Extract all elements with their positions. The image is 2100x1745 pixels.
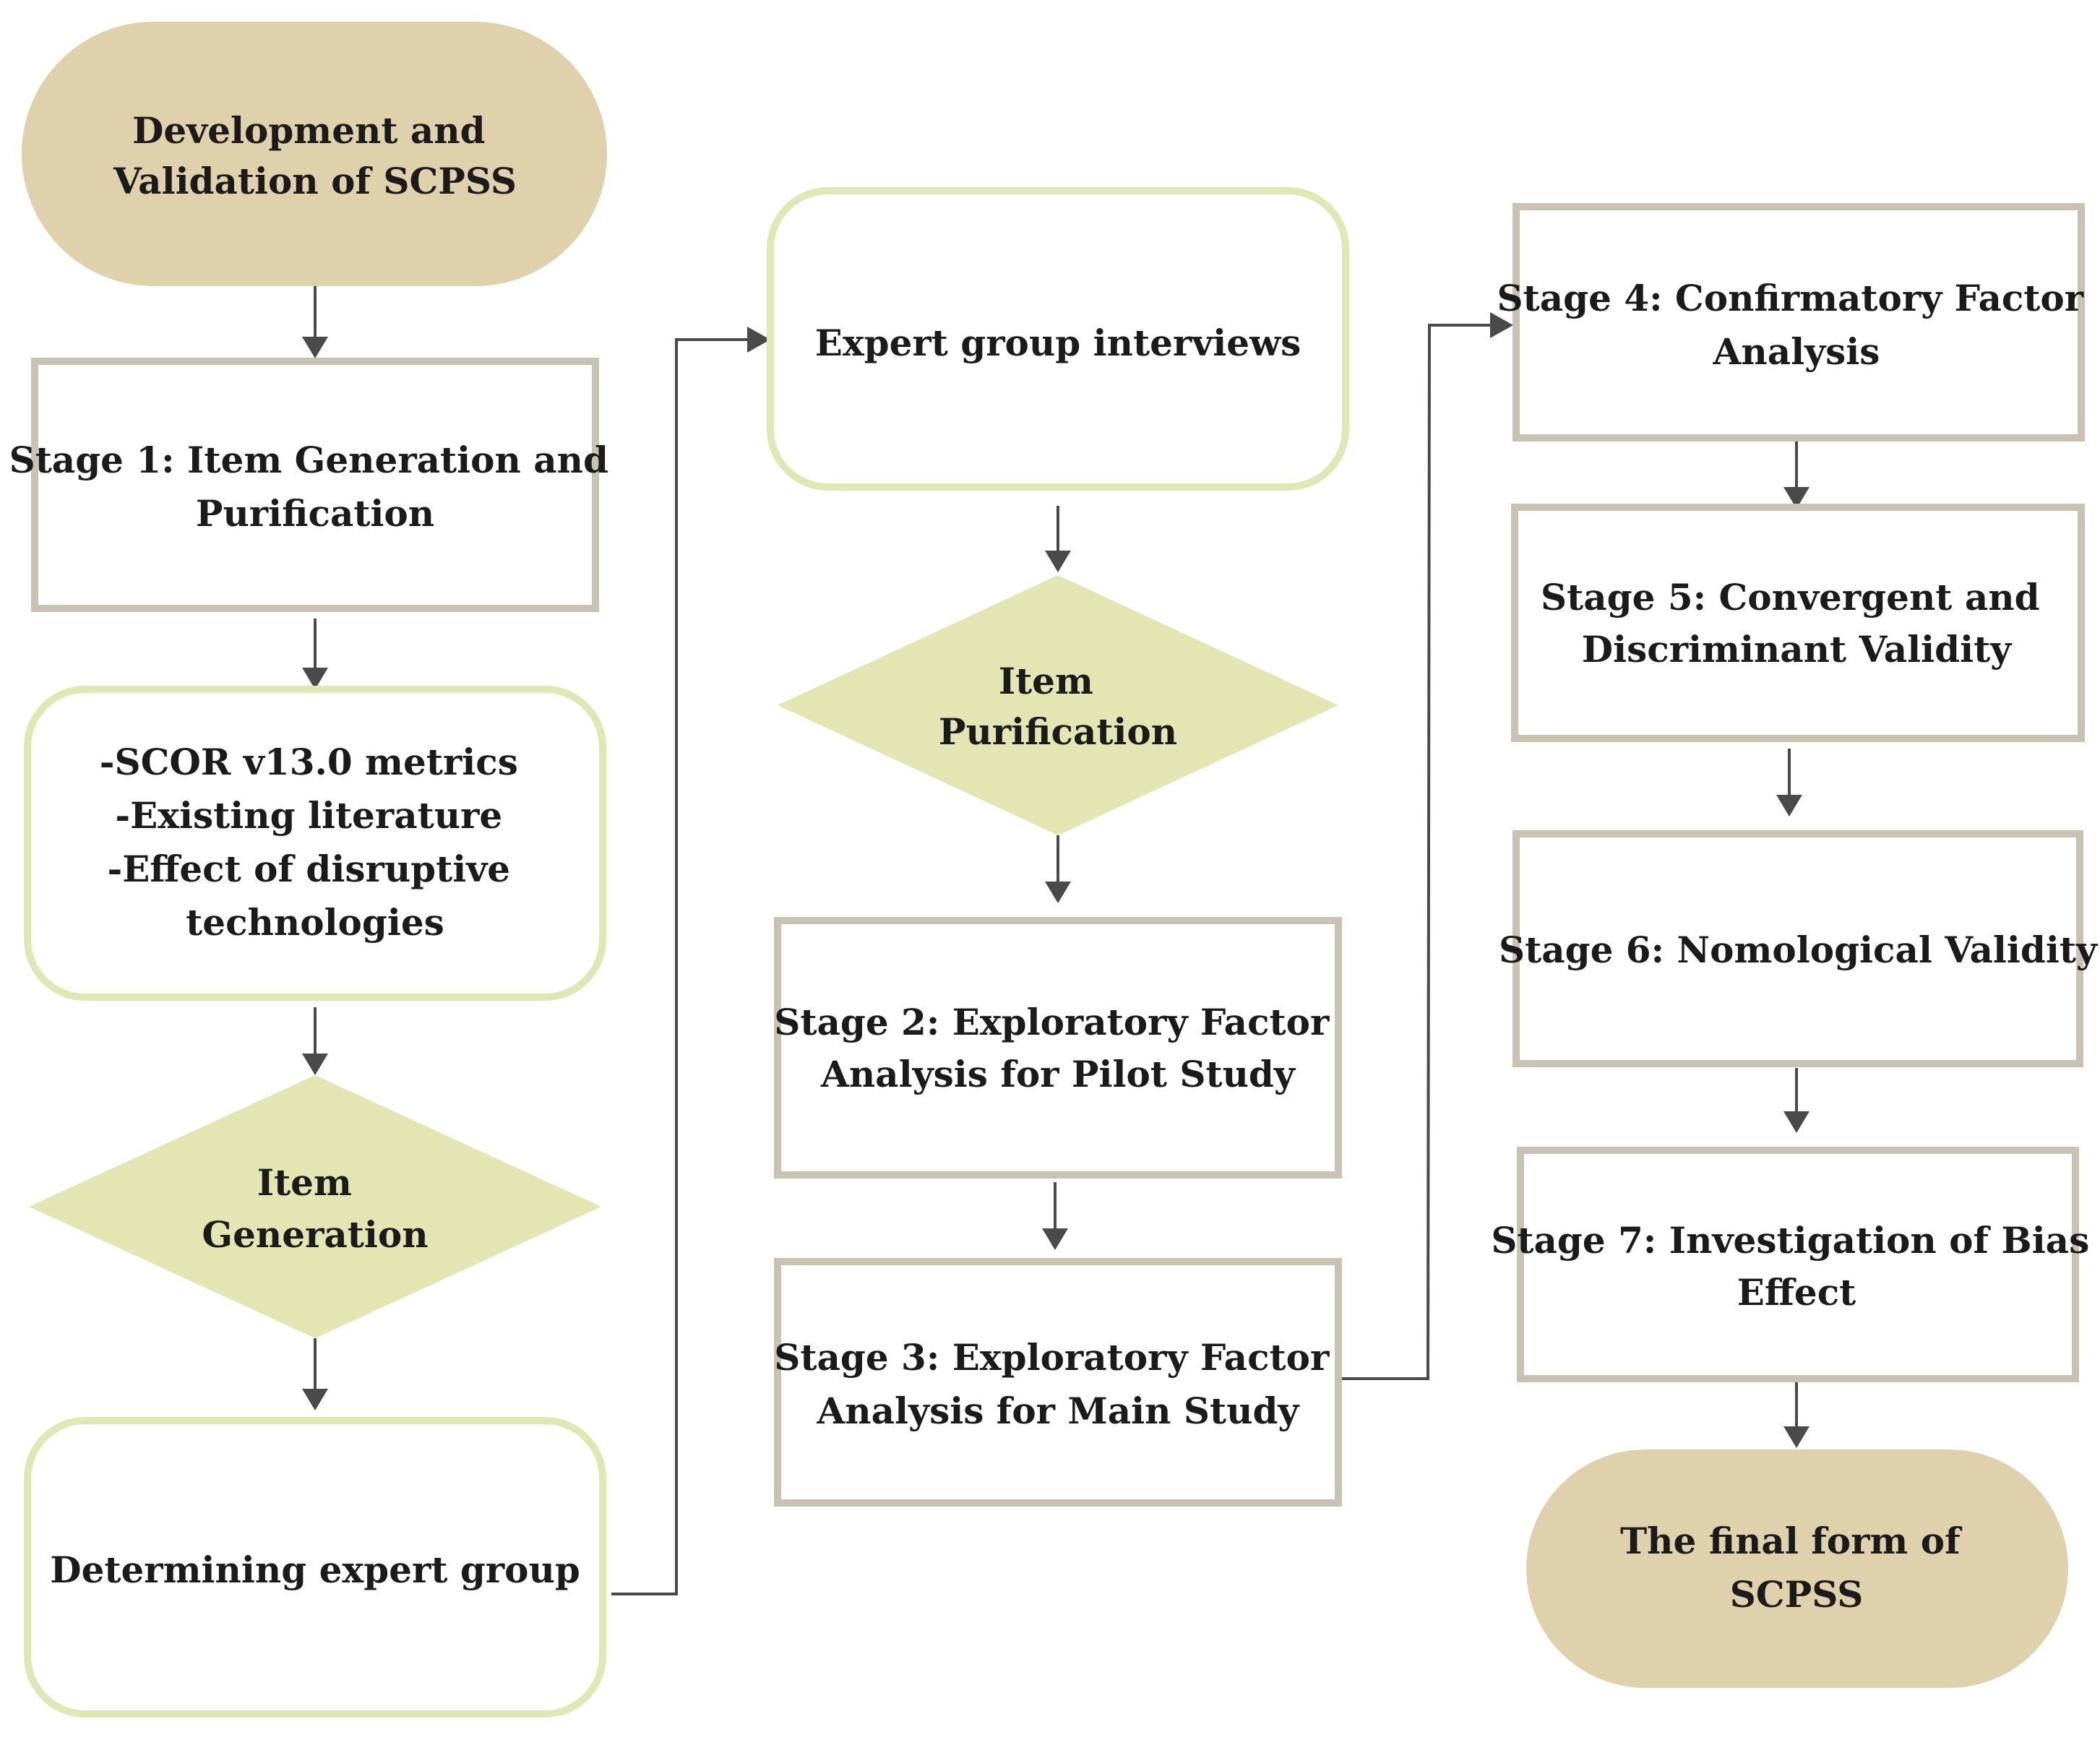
end-line-1: The final form of bbox=[1620, 1520, 1963, 1562]
expert-group-box: Determining expert group bbox=[24, 1417, 606, 1718]
arrowhead-icon bbox=[747, 327, 770, 353]
svg-text:Stage 2: Exploratory Factor: Stage 2: Exploratory Factor Analysis for… bbox=[774, 1001, 1341, 1095]
svg-text:Stage 6: Nomological Validity: Stage 6: Nomological Validity bbox=[1499, 928, 2099, 971]
sources-line-4: technologies bbox=[186, 901, 444, 944]
rounded-box bbox=[24, 686, 606, 1001]
stage5-line-2: Discriminant Validity bbox=[1582, 628, 2013, 671]
svg-text:Development and Validati: Development and Validation of SCPSS bbox=[113, 109, 517, 202]
stage7-box: Stage 7: Investigation of Bias Effect bbox=[1491, 1147, 2100, 1382]
sources-box: -SCOR v13.0 metrics -Existing literature… bbox=[24, 686, 606, 1001]
expert-interviews-line-1: Expert group interviews bbox=[815, 322, 1301, 364]
stage2-box: Stage 2: Exploratory Factor Analysis for… bbox=[774, 917, 1342, 1179]
svg-text:Stage 5: Convergent and: Stage 5: Convergent and Discriminant Val… bbox=[1541, 576, 2052, 671]
sources-line-1: -SCOR v13.0 metrics bbox=[100, 741, 518, 783]
svg-text:Determining expert group: Determining expert group bbox=[50, 1548, 580, 1591]
arrowhead-icon bbox=[1045, 882, 1071, 903]
arrowhead-icon bbox=[1776, 795, 1802, 817]
item-purification-line-2: Purification bbox=[939, 710, 1177, 753]
stage3-box: Stage 3: Exploratory Factor Analysis for… bbox=[774, 1258, 1342, 1507]
process-box bbox=[1512, 830, 2083, 1067]
arrow-stage3-to-stage4 bbox=[1335, 324, 1494, 1380]
expert-group-line-1: Determining expert group bbox=[50, 1548, 580, 1591]
item-generation-line-2: Generation bbox=[202, 1213, 428, 1256]
stage5-line-1: Stage 5: Convergent and bbox=[1541, 576, 2039, 619]
process-box bbox=[31, 358, 599, 612]
arrowhead-icon bbox=[302, 1389, 328, 1410]
start-line-1: Development and bbox=[132, 109, 486, 152]
process-box bbox=[774, 1258, 1342, 1507]
stage1-line-2: Purification bbox=[196, 492, 434, 535]
expert-interviews-box: Expert group interviews bbox=[767, 187, 1349, 491]
stage4-line-1: Stage 4: Confirmatory Factor bbox=[1497, 277, 2084, 319]
svg-text:Stage 4: Confirmatory Factor: Stage 4: Confirmatory Factor Analysis bbox=[1497, 277, 2096, 373]
terminal-shape bbox=[1526, 1449, 2068, 1688]
stage4-line-2: Analysis bbox=[1713, 330, 1880, 373]
arrowhead-icon bbox=[1783, 487, 1809, 509]
arrowhead-icon bbox=[1042, 1228, 1068, 1250]
process-box bbox=[1511, 504, 2085, 742]
svg-text:Stage 3: Exploratory Factor: Stage 3: Exploratory Factor Analysis for… bbox=[774, 1336, 1341, 1432]
arrowhead-icon bbox=[302, 668, 328, 689]
sources-line-3: -Effect of disruptive bbox=[107, 848, 510, 890]
svg-text:Expert group interviews: Expert group interviews bbox=[815, 322, 1301, 364]
end-line-2: SCPSS bbox=[1730, 1573, 1864, 1616]
end-terminal: The final form of SCPSS bbox=[1526, 1449, 2068, 1688]
rounded-box bbox=[767, 187, 1349, 491]
stage6-line-1: Stage 6: Nomological Validity bbox=[1499, 928, 2099, 971]
arrowhead-icon bbox=[302, 337, 328, 358]
terminal-shape bbox=[22, 22, 607, 286]
decision-diamond bbox=[29, 1075, 601, 1338]
stage2-line-1: Stage 2: Exploratory Factor bbox=[774, 1001, 1330, 1043]
svg-text:Item Purification: Item Purification bbox=[939, 660, 1177, 753]
arrowhead-icon bbox=[1045, 551, 1071, 572]
svg-text:-SCOR v13.0 metrics -Exi: -SCOR v13.0 metrics -Existing literature… bbox=[100, 741, 531, 944]
connectors bbox=[302, 286, 1809, 1595]
stage7-line-2: Effect bbox=[1737, 1271, 1856, 1314]
item-purification-line-1: Item bbox=[999, 660, 1093, 702]
stage1-box: Stage 1: Item Generation and Purificatio… bbox=[9, 358, 621, 612]
stage3-line-1: Stage 3: Exploratory Factor bbox=[774, 1336, 1330, 1379]
item-generation-decision: Item Generation bbox=[29, 1075, 601, 1338]
start-terminal: Development and Validation of SCPSS bbox=[22, 22, 607, 286]
rounded-box bbox=[24, 1417, 606, 1718]
start-line-2: Validation of SCPSS bbox=[113, 160, 517, 202]
sources-line-2: -Existing literature bbox=[115, 794, 502, 837]
arrowhead-icon bbox=[302, 1054, 328, 1075]
arrowhead-icon bbox=[1490, 312, 1513, 338]
decision-diamond bbox=[778, 575, 1338, 835]
stage2-line-2: Analysis for Pilot Study bbox=[820, 1053, 1296, 1095]
arrow-expert-group-to-interviews bbox=[611, 338, 752, 1595]
svg-text:The final form of SCPSS: The final form of SCPSS bbox=[1620, 1520, 1973, 1616]
stage7-line-1: Stage 7: Investigation of Bias bbox=[1491, 1219, 2089, 1262]
arrowhead-icon bbox=[1783, 1111, 1809, 1133]
svg-text:Item Generation: Item Generation bbox=[202, 1161, 428, 1256]
item-generation-line-1: Item bbox=[257, 1161, 352, 1204]
stage1-line-1: Stage 1: Item Generation and bbox=[9, 439, 608, 481]
process-box bbox=[1512, 203, 2085, 441]
svg-text:Stage 7: Investigation of Bias: Stage 7: Investigation of Bias Effect bbox=[1491, 1219, 2100, 1314]
stage4-box: Stage 4: Confirmatory Factor Analysis bbox=[1497, 203, 2096, 441]
svg-text:Stage 1: Item Generation and: Stage 1: Item Generation and Purificatio… bbox=[9, 439, 621, 535]
process-box bbox=[1517, 1147, 2079, 1382]
process-box bbox=[774, 917, 1342, 1179]
stage5-box: Stage 5: Convergent and Discriminant Val… bbox=[1511, 504, 2085, 742]
arrowhead-icon bbox=[1783, 1426, 1809, 1448]
stage3-line-2: Analysis for Main Study bbox=[817, 1389, 1301, 1432]
stage6-box: Stage 6: Nomological Validity bbox=[1499, 830, 2099, 1067]
item-purification-decision: Item Purification bbox=[778, 575, 1338, 835]
